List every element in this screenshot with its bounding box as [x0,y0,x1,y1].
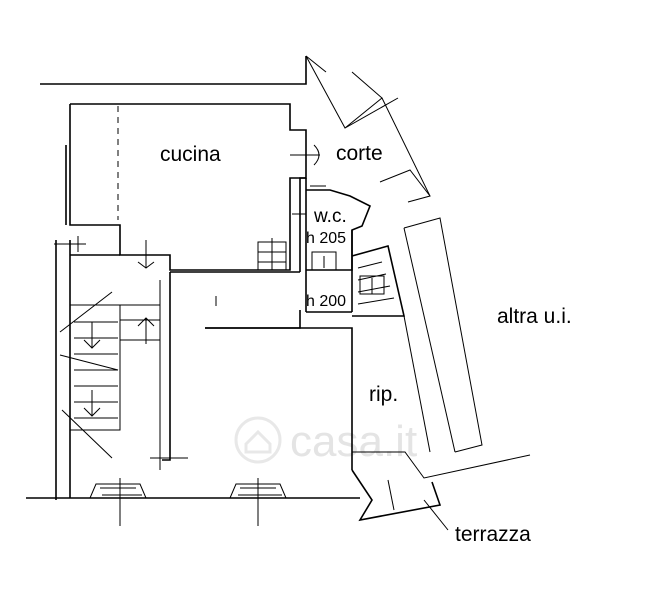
watermark-text: casa.it [290,417,417,466]
room-label-corte: corte [336,142,383,165]
interior-walls [55,103,449,531]
height-label-h205: h 205 [306,230,346,247]
room-label-rip: rip. [369,383,398,406]
outer-walls [26,55,531,499]
room-label-cucina: cucina [160,143,221,166]
room-label-altra: altra u.i. [497,305,572,328]
room-label-terrazza: terrazza [455,523,531,546]
height-label-h200: h 200 [306,293,346,310]
room-label-wc: w.c. [313,206,347,227]
watermark: casa.it [234,416,417,466]
door-symbols [54,144,385,526]
